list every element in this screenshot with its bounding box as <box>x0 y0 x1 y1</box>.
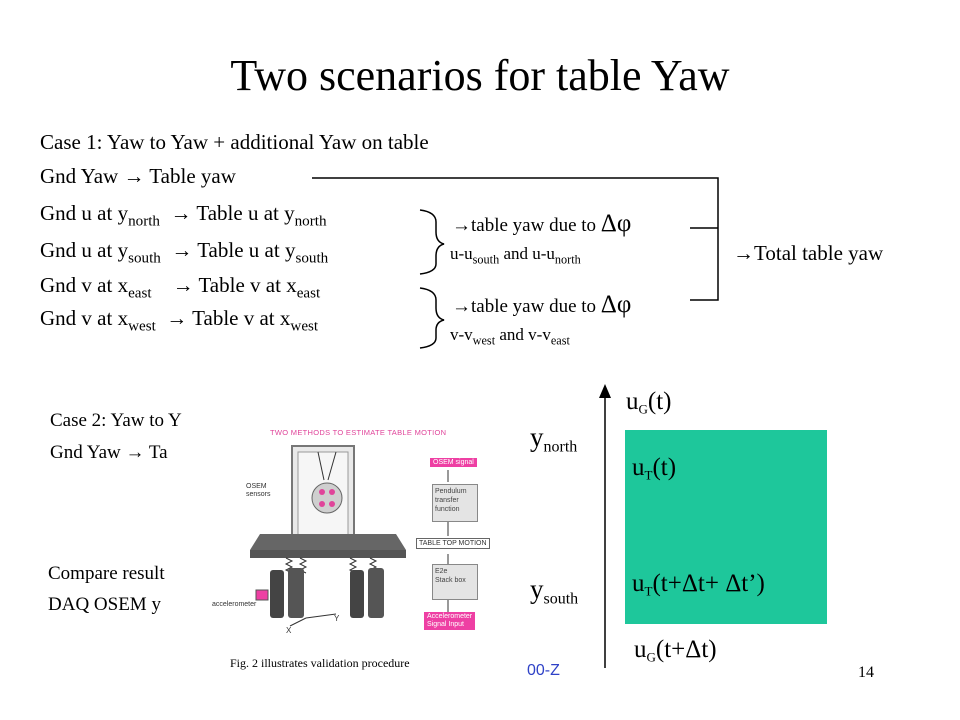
arrow-icon: → <box>125 442 145 463</box>
axis-y <box>305 613 337 619</box>
table-block <box>625 430 827 624</box>
footer-code: 00-Z <box>527 662 560 679</box>
axis-x-label: X <box>286 626 292 635</box>
page-number: 14 <box>858 664 874 681</box>
accelerometer-block <box>255 589 269 601</box>
brace2-detail: v-vwest and v-veast <box>450 325 570 348</box>
y-north-label: ynorth <box>530 422 578 456</box>
compare-line-1: Compare result <box>48 563 165 584</box>
case2-heading: Case 2: Yaw to Y <box>50 410 182 431</box>
y-south-label: ysouth <box>530 574 579 608</box>
slide-title: Two scenarios for table Yaw <box>230 51 730 100</box>
case1-line-5: Gnd v at xwest → Table v at xwest <box>40 306 319 335</box>
brace-1 <box>419 209 445 275</box>
spring <box>348 557 358 574</box>
osem-dot <box>319 501 325 507</box>
e2e-stack-box: E2e Stack box <box>432 564 478 600</box>
arrow-icon: → <box>123 164 145 188</box>
table-top-motion-box: TABLE TOP MOTION <box>416 538 490 549</box>
spring <box>284 557 294 574</box>
u-g-top-label: uG(t) <box>626 388 672 417</box>
arrow-icon: → <box>170 201 192 225</box>
figure-caption: Fig. 2 illustrates validation procedure <box>230 656 410 670</box>
pendulum-mass <box>311 482 343 514</box>
axis-arrowhead <box>599 384 611 398</box>
brace1-label: →table yaw due to Δφ <box>452 210 632 237</box>
u-g-bottom-label: uG(t+Δt) <box>634 636 717 665</box>
brace1-detail: u-usouth and u-unorth <box>450 244 581 267</box>
brace2-label: →table yaw due to Δφ <box>452 291 632 318</box>
table-leg <box>350 570 364 618</box>
osem-dot <box>319 489 325 495</box>
osem-sensors-label: OSEM sensors <box>246 483 271 498</box>
osem-dot <box>329 501 335 507</box>
table-leg <box>368 568 384 618</box>
pendulum-wire <box>317 451 325 481</box>
table-top <box>250 534 406 550</box>
arrow-icon: → <box>166 306 188 330</box>
case1-line-3: Gnd u at ysouth → Table u at ysouth <box>40 238 329 267</box>
arrow-icon: → <box>172 273 194 297</box>
accelerometer-input-box: Accelerometer Signal Input <box>424 612 476 630</box>
yaw-connector-line <box>312 177 719 301</box>
brace-2 <box>419 287 445 349</box>
u-t-bottom-label: uT(t+Δt+ Δt’) <box>632 570 765 599</box>
figure-drawing <box>250 445 449 627</box>
figure-title: TWO METHODS TO ESTIMATE TABLE MOTION <box>270 428 447 437</box>
case1-heading: Case 1: Yaw to Yaw + additional Yaw on t… <box>40 130 429 154</box>
osem-dot <box>329 489 335 495</box>
arrow-icon: → <box>452 215 471 236</box>
case1-line-1: Gnd Yaw → Table yaw <box>40 164 236 188</box>
arrow-icon: → <box>452 296 471 317</box>
osem-signal-box: OSEM signal <box>430 458 477 467</box>
arrow-icon: → <box>733 241 754 265</box>
total-table-yaw: →Total table yaw <box>733 241 884 265</box>
table-leg <box>270 570 284 618</box>
table-leg <box>288 568 304 618</box>
table-motion-figure: TWO METHODS TO ESTIMATE TABLE MOTION <box>210 418 520 650</box>
case2-line: Gnd Yaw → Ta <box>50 442 168 463</box>
pendulum-wire <box>327 451 337 481</box>
case1-line-2: Gnd u at ynorth → Table u at ynorth <box>40 201 327 230</box>
axis-x <box>289 617 307 627</box>
axis-y-label: Y <box>334 614 340 623</box>
u-t-top-label: uT(t) <box>632 454 677 483</box>
case1-line-4: Gnd v at xeast → Table v at xeast <box>40 273 321 302</box>
accelerometer-label: accelerometer <box>212 601 257 608</box>
table-slab <box>250 550 406 558</box>
arrow-icon: → <box>171 238 193 262</box>
compare-line-2: DAQ OSEM y <box>48 594 161 615</box>
pendulum-transfer-box: Pendulum transfer function <box>432 484 478 522</box>
